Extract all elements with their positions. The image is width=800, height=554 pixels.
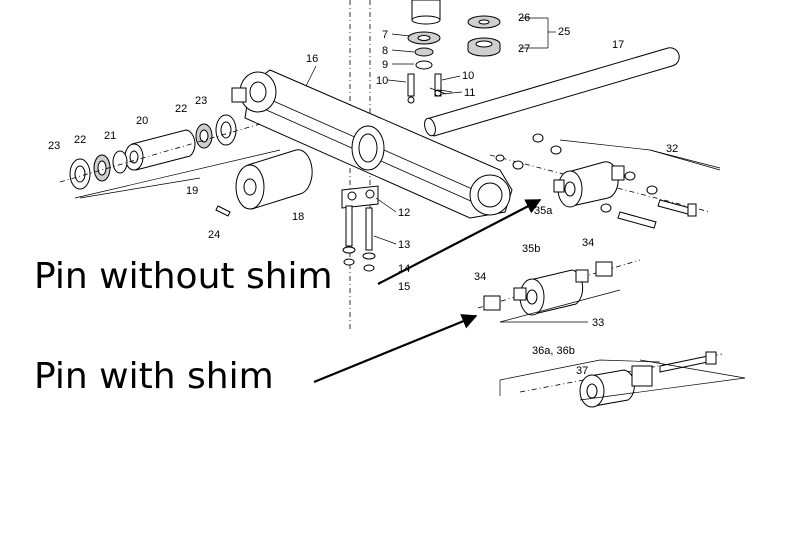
part-number: 18 bbox=[292, 211, 304, 223]
long-rod-17 bbox=[424, 47, 680, 137]
callout-pin-with-shim: Pin with shim bbox=[34, 356, 274, 397]
part-number: 35b bbox=[522, 243, 540, 255]
part-number: 17 bbox=[612, 39, 624, 51]
bushing-20 bbox=[124, 129, 196, 171]
arrow-pin-without-shim bbox=[377, 199, 542, 285]
pins-10-11 bbox=[407, 73, 442, 104]
part-number: 26 bbox=[518, 12, 530, 24]
part-number-labels: 26 25 27 7 8 9 10 10 11 17 16 20 22 23 2… bbox=[48, 12, 678, 377]
part-number: 10 bbox=[462, 70, 474, 82]
part-number: 13 bbox=[398, 239, 410, 251]
washers-21-22-23-left bbox=[69, 150, 128, 190]
part-number: 24 bbox=[208, 229, 220, 241]
part-number: 10 bbox=[376, 75, 388, 87]
mount-assembly-36-37 bbox=[519, 351, 723, 408]
swing-arm-16 bbox=[231, 69, 513, 219]
part-number: 16 bbox=[306, 53, 318, 65]
mount-assembly-32 bbox=[489, 133, 711, 229]
part-number: 33 bbox=[592, 317, 604, 329]
centerline-19 bbox=[59, 123, 261, 183]
part-number: 32 bbox=[666, 143, 678, 155]
part-number: 35a bbox=[534, 205, 553, 217]
group-brackets bbox=[74, 17, 746, 401]
part-number: 11 bbox=[464, 87, 475, 99]
part-number: 20 bbox=[136, 115, 148, 127]
part-number: 27 bbox=[518, 43, 530, 55]
arrow-pin-with-shim bbox=[313, 314, 478, 384]
washer-stack-7-8-9 bbox=[407, 31, 441, 70]
part-number: 8 bbox=[382, 45, 388, 57]
washers-22-23-right bbox=[195, 114, 237, 149]
vertical-shaft bbox=[411, 0, 441, 25]
part-number: 25 bbox=[558, 26, 570, 38]
mount-assembly-33 bbox=[477, 259, 641, 316]
part-number: 21 bbox=[104, 130, 116, 142]
part-number: 34 bbox=[474, 271, 486, 283]
bolt-24 bbox=[215, 205, 231, 217]
part-number: 7 bbox=[382, 29, 388, 41]
washer-26-bushing-27 bbox=[467, 15, 501, 57]
label-leaders bbox=[305, 33, 463, 245]
part-number: 37 bbox=[576, 365, 588, 377]
bolts-13-nuts-14-15 bbox=[342, 205, 376, 272]
rubber-bushing-18 bbox=[235, 149, 313, 210]
part-number: 23 bbox=[48, 140, 60, 152]
part-number: 22 bbox=[175, 103, 187, 115]
bracket-12 bbox=[341, 185, 379, 209]
part-number: 12 bbox=[398, 207, 410, 219]
part-number: 22 bbox=[74, 134, 86, 146]
callout-pin-without-shim: Pin without shim bbox=[34, 256, 333, 297]
part-number: 9 bbox=[382, 59, 388, 71]
part-number: 34 bbox=[582, 237, 594, 249]
part-number: 36a, 36b bbox=[532, 345, 575, 357]
part-number: 23 bbox=[195, 95, 207, 107]
part-number: 19 bbox=[186, 185, 198, 197]
part-number: 15 bbox=[398, 281, 410, 293]
